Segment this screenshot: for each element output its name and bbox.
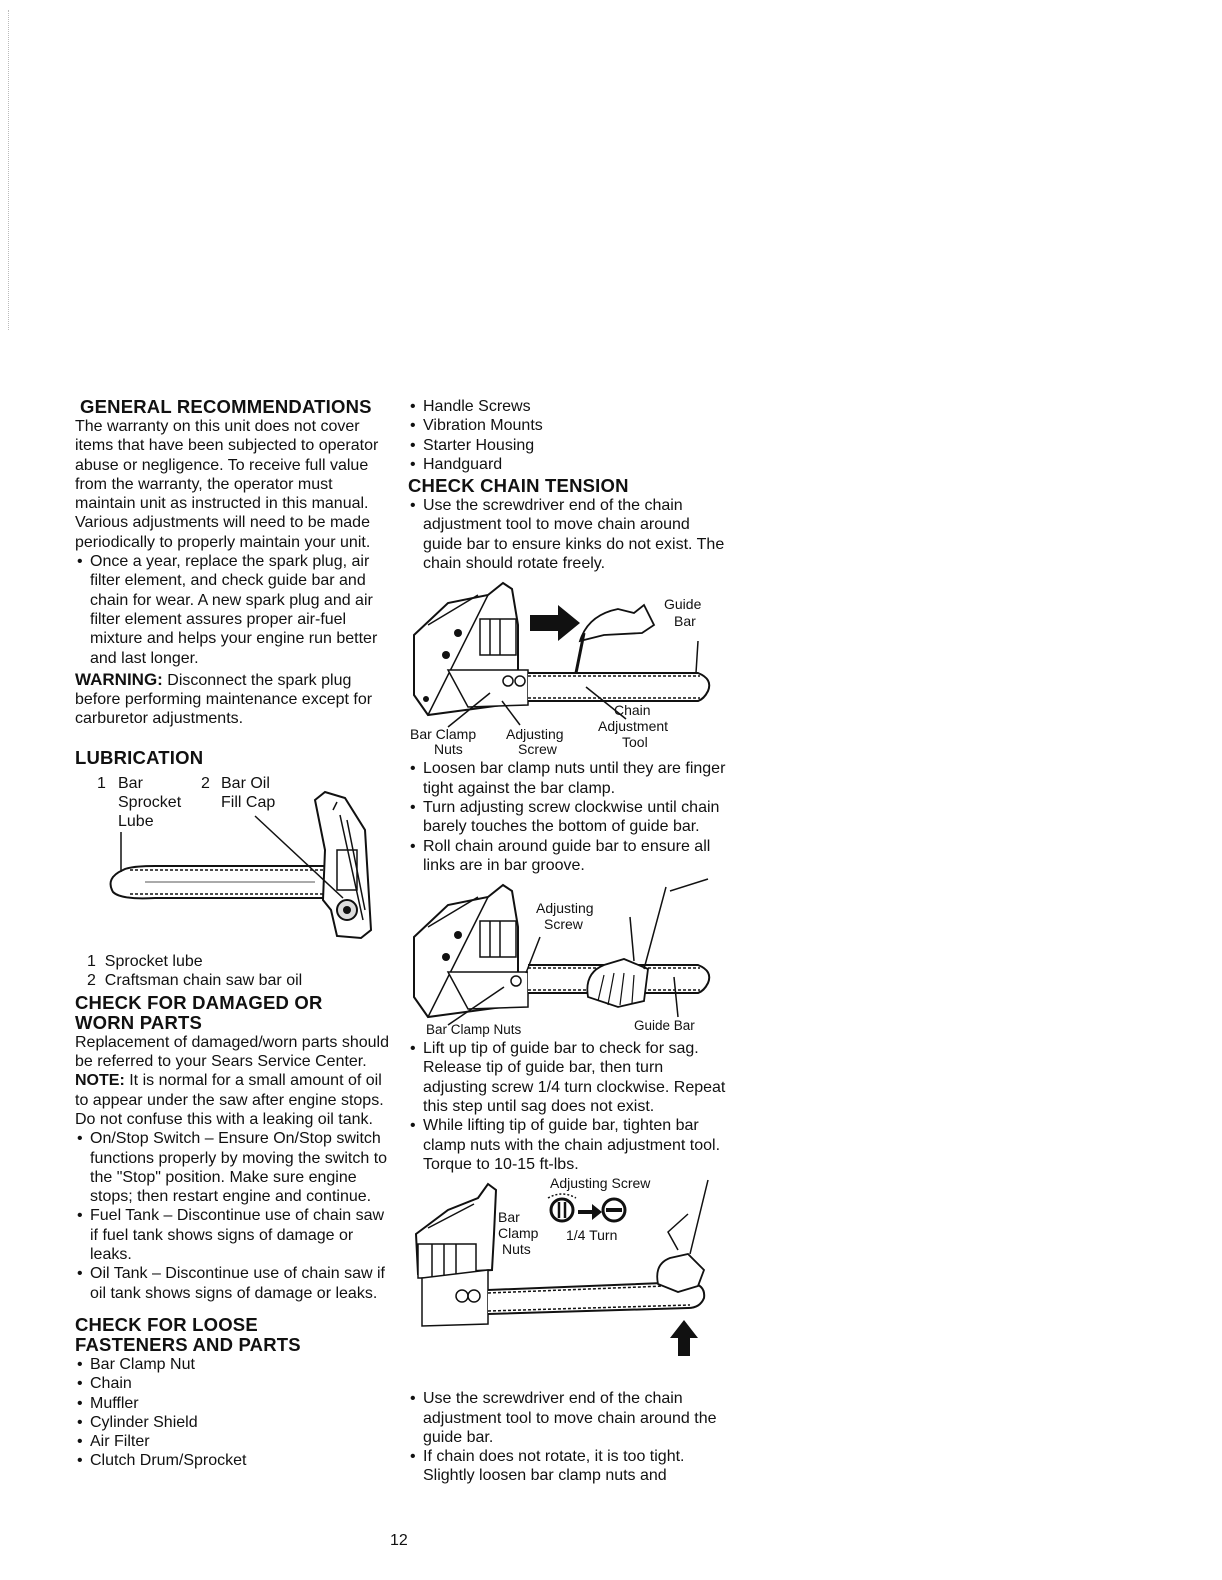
right-column: Handle Screws Vibration Mounts Starter H… — [408, 397, 728, 1486]
damaged-parts-bullets: On/Stop Switch – Ensure On/Stop switch f… — [75, 1129, 393, 1303]
scan-margin-line — [8, 10, 9, 330]
tension-bullet: Loosen bar clamp nuts until they are fin… — [408, 759, 728, 798]
lubrication-diagram: 1 Bar Sprocket Lube 2 Bar Oil Fill Cap — [97, 775, 373, 939]
chain-tension-bullets: Use the screwdriver end of the chain adj… — [408, 496, 728, 573]
fastener-item: Cylinder Shield — [75, 1413, 393, 1433]
warning-label: WARNING: — [75, 669, 163, 689]
guide-bar-label-line2: Bar — [674, 613, 696, 629]
damaged-bullet: Fuel Tank – Discontinue use of chain saw… — [75, 1206, 393, 1264]
loose-fasteners-list: Bar Clamp Nut Chain Muffler Cylinder Shi… — [75, 1355, 393, 1471]
label-1-line1: Bar — [118, 775, 144, 792]
label-2-line2: Fill Cap — [221, 794, 275, 811]
warning-text: Disconnect the spark plug before perform… — [75, 671, 373, 728]
fig2-adjusting-label-line1: Adjusting — [536, 900, 594, 916]
guide-bar-label-line1: Guide — [664, 596, 702, 612]
fastener-item: Bar Clamp Nut — [75, 1355, 393, 1375]
damaged-bullet: On/Stop Switch – Ensure On/Stop switch f… — [75, 1129, 393, 1206]
lubrication-item-text: Craftsman chain saw bar oil — [104, 971, 303, 989]
fig2-bar-clamp-nuts-label: Bar Clamp Nuts — [426, 1022, 522, 1037]
fastener-item: Starter Housing — [408, 436, 728, 456]
fastener-item: Chain — [75, 1374, 393, 1394]
tension-bullet: While lifting tip of guide bar, tighten … — [408, 1116, 728, 1174]
chain-tool-label-line1: Chain — [614, 702, 651, 718]
tension-bullet: Use the screwdriver end of the chain adj… — [408, 496, 728, 573]
fig3-bar-label: Bar — [498, 1209, 520, 1225]
damaged-parts-heading-line2: WORN PARTS — [75, 1011, 203, 1033]
lubrication-list: 1 Sprocket lube 2 Craftsman chain saw ba… — [75, 952, 393, 990]
damaged-bullet: Oil Tank – Discontinue use of chain saw … — [75, 1264, 393, 1303]
adjusting-screw-label-line2: Screw — [518, 741, 558, 755]
chain-tension-diagram-2: Adjusting Screw Bar Clamp Nuts Guide Bar — [413, 878, 711, 1037]
note-paragraph: NOTE: It is normal for a small amount of… — [75, 1071, 393, 1129]
arrow-right-icon — [578, 1204, 602, 1221]
tension-bullet: If chain does not rotate, it is too tigh… — [408, 1447, 728, 1486]
tension-bullet: Use the screwdriver end of the chain adj… — [408, 1389, 728, 1447]
fastener-item: Clutch Drum/Sprocket — [75, 1451, 393, 1471]
tension-bullet: Roll chain around guide bar to ensure al… — [408, 837, 728, 876]
fig3-nuts-label: Nuts — [502, 1241, 531, 1257]
left-column: GENERAL RECOMMENDATIONS The warranty on … — [75, 397, 393, 1471]
fig3-adjusting-screw-label: Adjusting Screw — [550, 1175, 651, 1191]
fig2-adjusting-label-line2: Screw — [544, 916, 584, 932]
chain-tension-diagram-3: Adjusting Screw Bar Clamp Nuts 1/4 Turn — [414, 1175, 709, 1357]
general-recommendations-heading: GENERAL RECOMMENDATIONS — [80, 396, 372, 417]
chain-tension-diagram-1: Guide Bar Chain Adjustment Tool Bar Clam… — [410, 582, 711, 755]
fig2-guide-bar-label: Guide Bar — [634, 1018, 695, 1033]
damaged-parts-heading-line1: CHECK FOR DAMAGED OR — [75, 991, 323, 1013]
chain-tool-label-line3: Tool — [622, 734, 648, 750]
chain-tension-bullets-4: Use the screwdriver end of the chain adj… — [408, 1389, 728, 1485]
label-2-num: 2 — [201, 775, 210, 792]
fastener-item: Handle Screws — [408, 397, 728, 417]
warning-paragraph: WARNING: Disconnect the spark plug befor… — [75, 670, 393, 729]
label-1-line3: Lube — [118, 813, 154, 830]
loose-fasteners-list-continued: Handle Screws Vibration Mounts Starter H… — [408, 397, 728, 474]
lubrication-item-num: 1 — [87, 952, 96, 970]
adjusting-screw-label-line1: Adjusting — [506, 726, 564, 742]
lubrication-item: 2 Craftsman chain saw bar oil — [75, 971, 393, 990]
label-2-line1: Bar Oil — [221, 775, 270, 792]
chain-tension-bullets-3: Lift up tip of guide bar to check for sa… — [408, 1039, 728, 1174]
chain-tension-bullets-2: Loosen bar clamp nuts until they are fin… — [408, 759, 728, 875]
damaged-parts-body: Replacement of damaged/worn parts should… — [75, 1033, 389, 1071]
fig3-clamp-label: Clamp — [498, 1225, 539, 1241]
lubrication-item: 1 Sprocket lube — [75, 952, 393, 971]
chain-tension-heading: CHECK CHAIN TENSION — [408, 475, 629, 497]
loose-fasteners-heading-line2: FASTENERS AND PARTS — [75, 1333, 301, 1355]
note-label: NOTE: — [75, 1072, 125, 1090]
general-recommendations-body: The warranty on this unit does not cover… — [75, 418, 379, 551]
lubrication-item-text: Sprocket lube — [104, 952, 203, 970]
label-1-line2: Sprocket — [118, 794, 182, 811]
chain-tool-label-line2: Adjustment — [598, 718, 668, 734]
fig3-quarter-turn-label: 1/4 Turn — [566, 1227, 617, 1243]
label-1-num: 1 — [97, 775, 106, 792]
tension-bullet: Lift up tip of guide bar to check for sa… — [408, 1039, 728, 1116]
bar-clamp-nuts-label-line1: Bar Clamp — [410, 726, 476, 742]
tension-bullet: Turn adjusting screw clockwise until cha… — [408, 798, 728, 837]
fastener-item: Handguard — [408, 455, 728, 475]
general-bullet: Once a year, replace the spark plug, air… — [75, 552, 393, 668]
general-bullets: Once a year, replace the spark plug, air… — [75, 552, 393, 668]
note-text: It is normal for a small amount of oil t… — [75, 1072, 384, 1128]
fastener-item: Air Filter — [75, 1432, 393, 1452]
screw-before-icon — [549, 1197, 575, 1223]
lubrication-item-num: 2 — [87, 971, 96, 989]
lubrication-heading: LUBRICATION — [75, 746, 204, 768]
page-number: 12 — [390, 1532, 408, 1549]
arrow-up-icon — [670, 1320, 698, 1357]
bar-clamp-nuts-label-line2: Nuts — [434, 741, 463, 755]
loose-fasteners-heading-line1: CHECK FOR LOOSE — [75, 1313, 258, 1335]
fastener-item: Muffler — [75, 1394, 393, 1414]
fastener-item: Vibration Mounts — [408, 416, 728, 436]
